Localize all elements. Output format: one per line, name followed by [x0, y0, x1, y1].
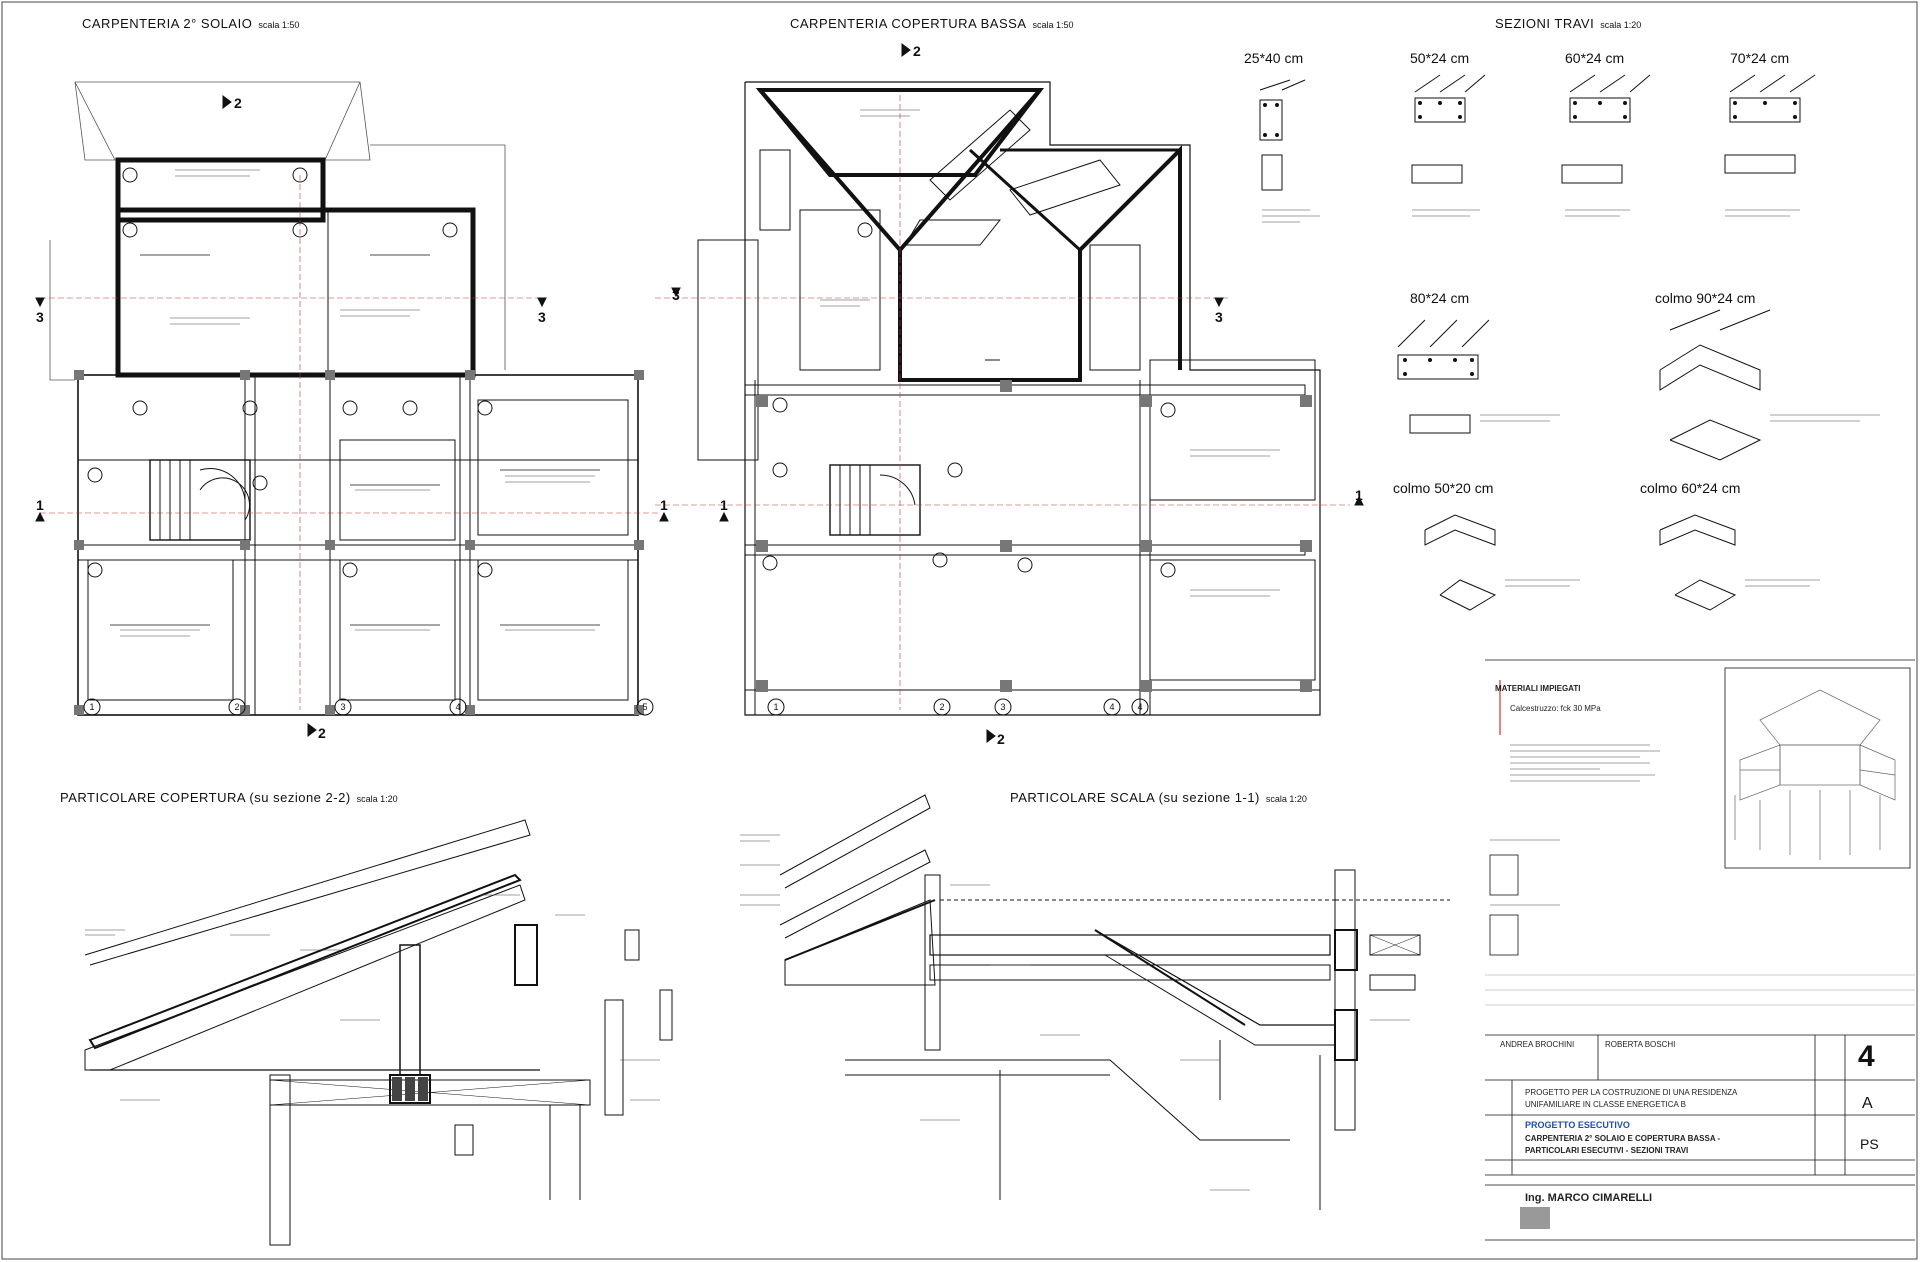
axis-label: 2	[939, 702, 944, 712]
title-particolare-scala: PARTICOLARE SCALA (su sezione 1-1)scala …	[1010, 790, 1307, 805]
section-mark: 1	[660, 497, 668, 513]
section-label: colmo 50*20 cm	[1393, 480, 1494, 496]
section-mark: 3	[672, 287, 680, 303]
section-mark: 2	[318, 725, 326, 741]
section-mark: 2	[997, 731, 1005, 747]
axis-label: 3	[1000, 702, 1005, 712]
project-phase: PROGETTO ESECUTIVO	[1525, 1120, 1630, 1130]
axis-label: 3	[340, 702, 345, 712]
sheet-code: PS	[1860, 1136, 1879, 1152]
section-label: 50*24 cm	[1410, 50, 1470, 66]
project-line-1: PROGETTO PER LA COSTRUZIONE DI UNA RESID…	[1525, 1088, 1738, 1097]
concrete-spec: Calcestruzzo: fck 30 MPa	[1510, 704, 1601, 713]
axis-label: 1	[89, 702, 94, 712]
section-label: colmo 90*24 cm	[1655, 290, 1756, 306]
section-mark: 1	[1355, 487, 1363, 503]
section-mark: 2	[913, 43, 921, 59]
section-mark: 2	[234, 95, 242, 111]
author-1: ANDREA BROCHINI	[1500, 1040, 1575, 1049]
content-line-1: CARPENTERIA 2° SOLAIO E COPERTURA BASSA …	[1525, 1134, 1721, 1143]
section-label: 60*24 cm	[1565, 50, 1625, 66]
section-label: 25*40 cm	[1244, 50, 1304, 66]
materials-title: MATERIALI IMPIEGATI	[1495, 684, 1581, 693]
author-2: ROBERTA BOSCHI	[1605, 1040, 1676, 1049]
detail-stair-section	[740, 794, 1450, 1210]
project-line-2: UNIFAMILIARE IN CLASSE ENERGETICA B	[1525, 1100, 1686, 1109]
engineer-name: Ing. MARCO CIMARELLI	[1525, 1192, 1653, 1204]
axis-label: 4	[1137, 702, 1142, 712]
content-line-2: PARTICOLARI ESECUTIVI - SEZIONI TRAVI	[1525, 1146, 1689, 1155]
axis-label: 4	[1109, 702, 1114, 712]
detail-roof-section	[84, 819, 673, 1246]
title-block	[1485, 659, 1915, 1241]
section-mark: 1	[36, 497, 44, 513]
revision: A	[1862, 1095, 1873, 1112]
section-mark: 1	[720, 497, 728, 513]
section-mark: 3	[36, 309, 44, 325]
section-label: 70*24 cm	[1730, 50, 1790, 66]
section-mark: 3	[1215, 309, 1223, 325]
sheet-number: 4	[1858, 1040, 1875, 1073]
beam-sections	[1259, 74, 1880, 611]
axis-label: 4	[455, 702, 460, 712]
axis-label: 5	[642, 702, 647, 712]
plan-copertura-bassa	[655, 81, 1350, 716]
section-cut-markers	[35, 43, 1364, 743]
axis-label: 2	[234, 702, 239, 712]
axis-label: 1	[773, 702, 778, 712]
section-mark: 3	[538, 309, 546, 325]
section-label: colmo 60*24 cm	[1640, 480, 1741, 496]
plan-carpenteria-2-solaio	[40, 81, 660, 716]
title-particolare-copertura: PARTICOLARE COPERTURA (su sezione 2-2)sc…	[60, 790, 398, 805]
section-label: 80*24 cm	[1410, 290, 1470, 306]
